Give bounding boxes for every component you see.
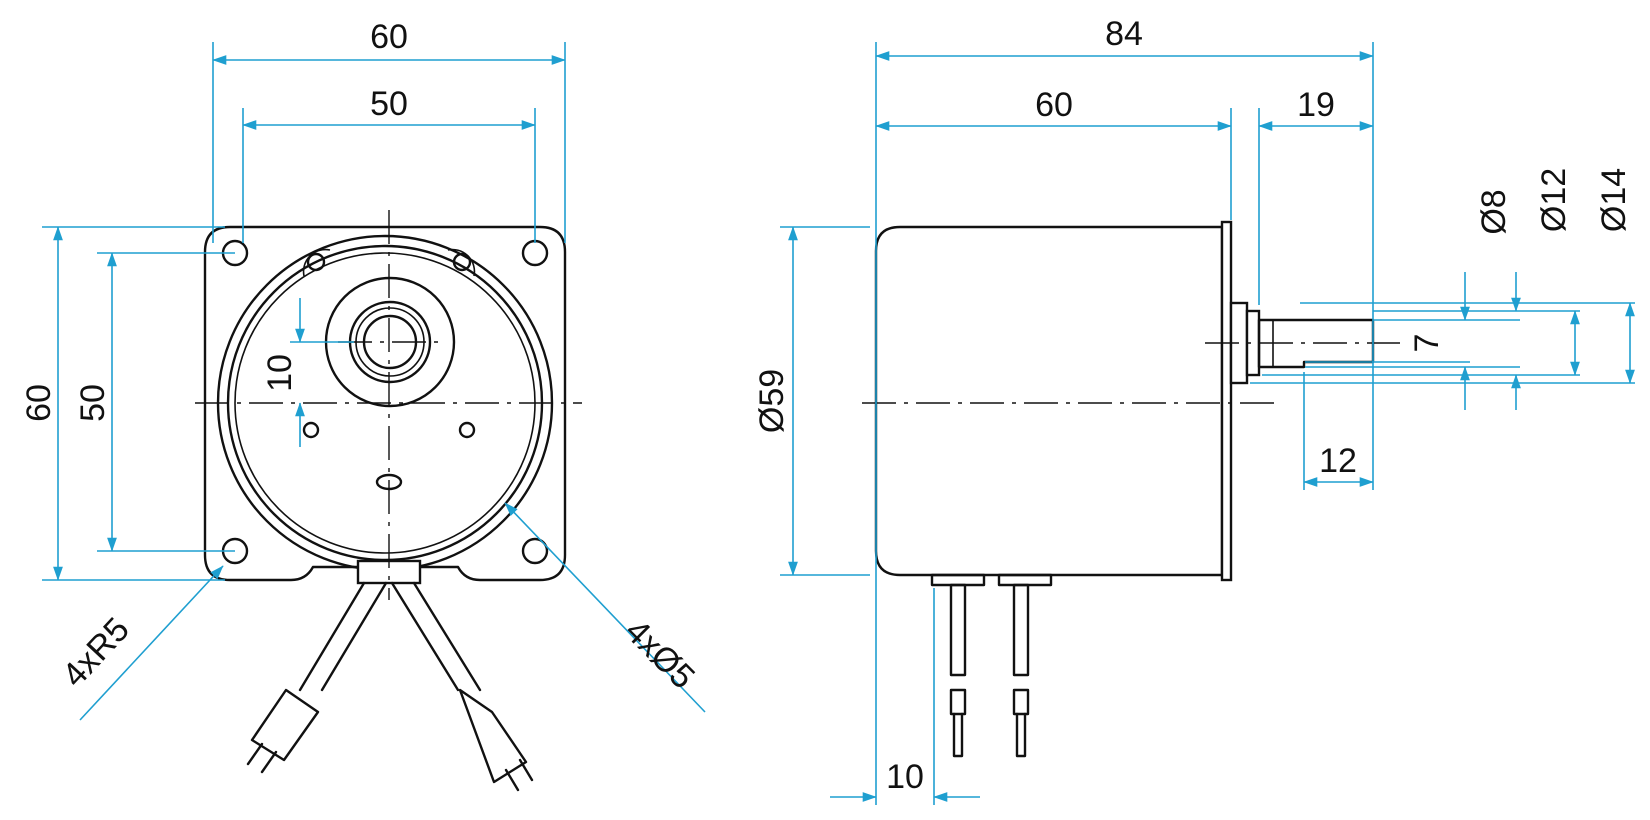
lead-sleeve-left [949,688,967,716]
cable-right [390,581,482,692]
dim-front-width-outer: 60 [370,18,408,56]
cable-left [298,581,388,692]
front-view [195,210,582,792]
cable-right-connector [458,688,528,784]
mounting-plate [203,225,567,582]
dim-body-length: 60 [1035,86,1073,124]
dim-flat-depth: 7 [1408,334,1446,353]
dim-collar-diameter-1: Ø12 [1535,168,1573,232]
mount-hole-top-right [521,239,549,267]
dim-front-height-holes: 50 [74,384,112,422]
dim-front-height-outer: 60 [20,384,58,422]
cable-right-pins [504,758,534,792]
lead-pin-left [952,712,964,758]
motor-body [874,225,1224,577]
dim-collar-diameter-2: Ø14 [1595,168,1633,232]
dim-total-length: 84 [1105,15,1143,53]
mount-hole-bottom-right [521,537,549,565]
dim-flat-length: 12 [1319,442,1357,480]
dim-hub-offset: 10 [261,354,299,392]
face-screw-left [302,421,320,439]
terminal-block-left [930,573,986,587]
side-dimensions: 84 60 19 Ø8 Ø12 Ø14 7 12 Ø59 10 [753,15,1635,805]
leader-corner-radius [79,565,224,721]
lead-pin-right [1015,712,1027,758]
lead-sleeve-right [1012,688,1030,716]
terminal-block-right [997,573,1053,587]
dim-corner-radius: 4xR5 [55,611,137,695]
dim-shaft-diameter: Ø8 [1475,189,1513,234]
dim-hole-diameter: 4xØ5 [618,612,702,696]
dim-shaft-length: 19 [1297,86,1335,124]
dim-terminal-offset: 10 [886,758,924,796]
tab-screw-right [452,252,472,272]
lead-wire-left [949,583,967,677]
cable-left-connector [250,688,320,762]
side-view [862,220,1400,758]
mounting-flange [1220,220,1233,582]
lead-wire-right [1012,583,1030,677]
face-screw-right [458,421,476,439]
leader-hole-diameter [504,502,706,713]
dim-body-diameter: Ø59 [753,369,791,433]
cable-left-pins [246,742,278,774]
tab-left-arc [302,248,331,277]
front-dimensions: 60 50 60 50 10 4xR5 4xØ5 [20,18,706,721]
tab-screw-left [306,252,326,272]
tab-right-arc [447,248,476,277]
dim-front-width-holes: 50 [370,85,408,123]
